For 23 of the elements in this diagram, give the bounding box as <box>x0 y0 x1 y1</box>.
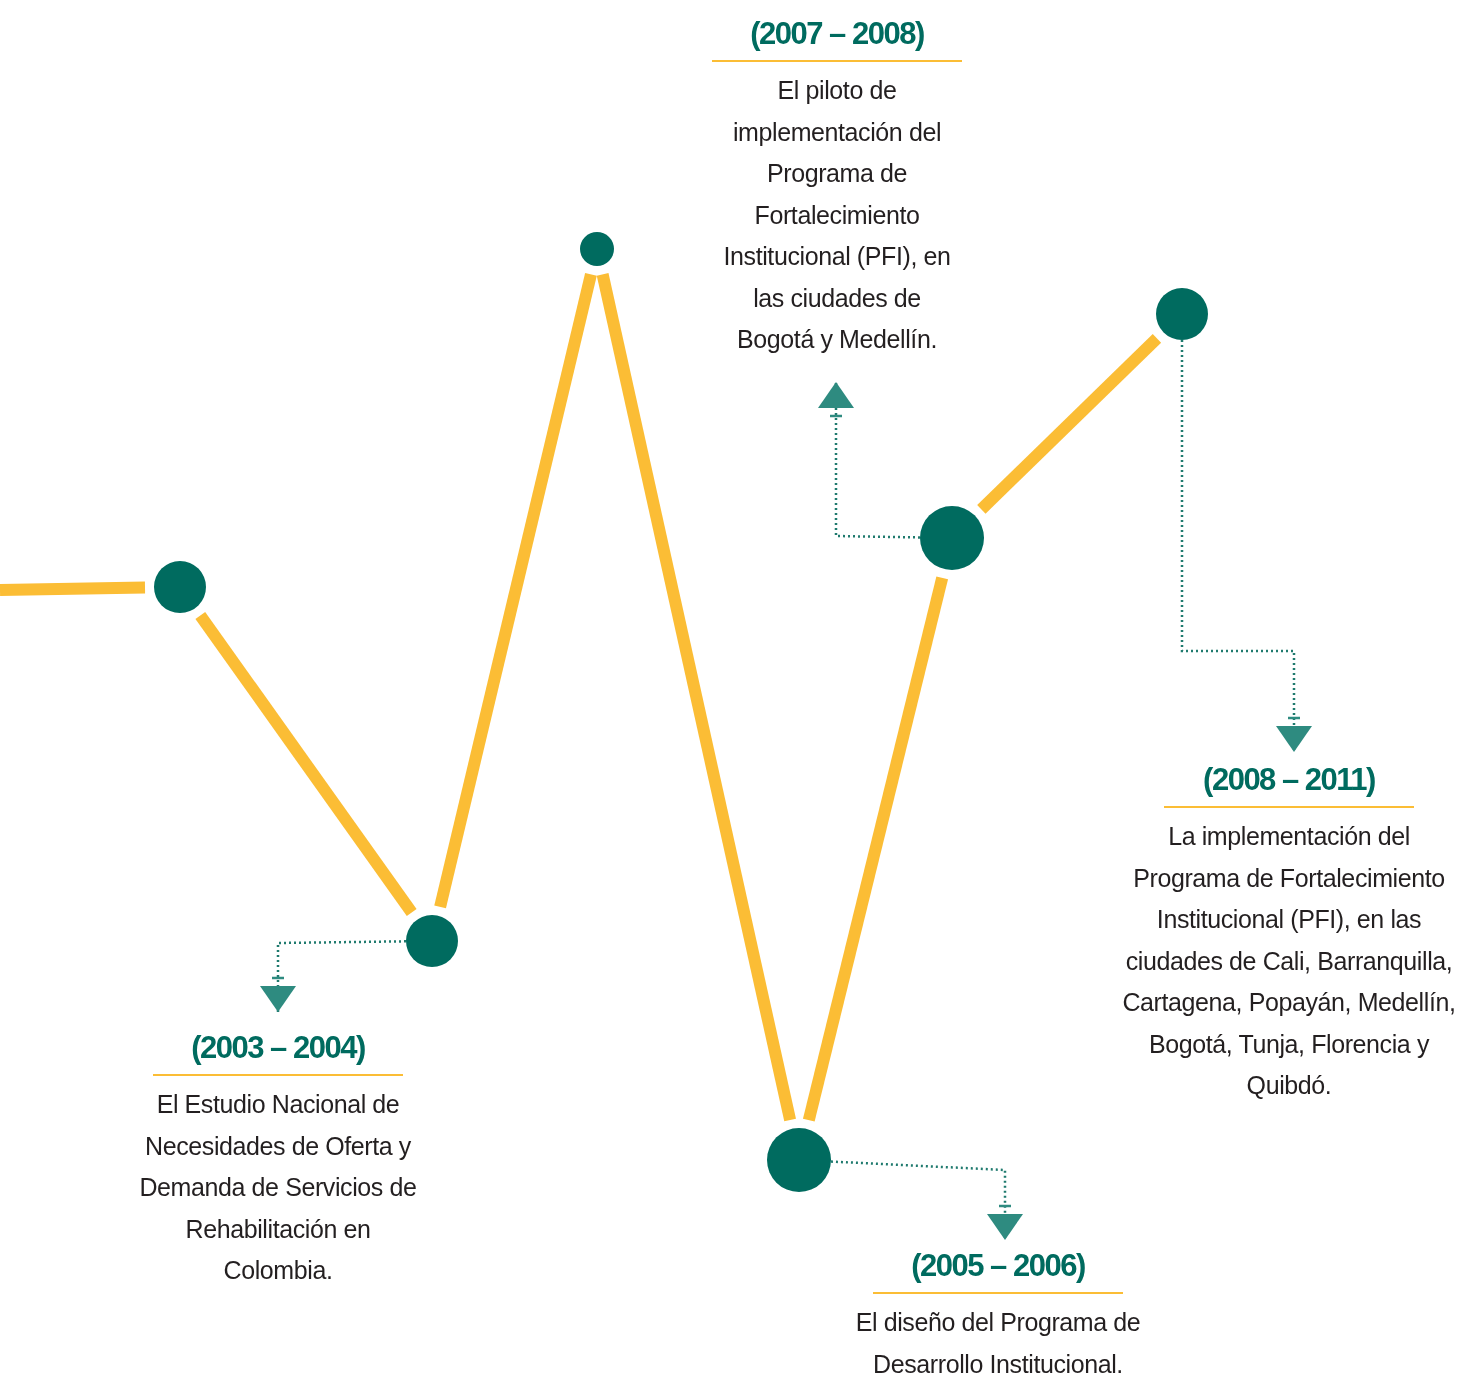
leader-arrow <box>1180 340 1314 754</box>
timeline-line <box>596 273 796 1122</box>
timeline-dot <box>406 915 458 967</box>
timeline-line <box>977 334 1162 514</box>
year-heading: (2008 – 2011) <box>1164 758 1414 808</box>
timeline-line <box>0 581 146 596</box>
timeline-dot <box>580 232 614 266</box>
description-text: El diseño del Programa de Desarrollo Institucional. <box>854 1307 1142 1380</box>
timeline-line <box>434 272 597 909</box>
year-heading: (2005 – 2006) <box>873 1244 1123 1294</box>
leader-arrow <box>258 940 406 1014</box>
description-text: La implementación del Programa de Fortalecimiento Institucional (PFI), en las ciudades de Cali, Barranquilla, Cartagena, Popayán, Medellín, Bogotá, Tunja, Florencia y Quibdó. <box>1121 821 1457 1101</box>
description-text: El Estudio Nacional de Necesidades de Oferta y Demanda de Servicios de Rehabilitación en Colombia. <box>138 1089 418 1286</box>
timeline-dot <box>1156 288 1208 340</box>
leader-arrow <box>830 1160 1025 1242</box>
timeline-dot <box>920 506 984 570</box>
timeline-line <box>195 612 417 916</box>
description-text: El piloto de implementación del Programa de Fortalecimiento Institucional (PFI), en las ciudades de Bogotá y Medellín. <box>722 75 952 355</box>
year-heading: (2007 – 2008) <box>712 12 962 62</box>
timeline-line <box>802 576 949 1122</box>
timeline-dot <box>154 561 206 613</box>
year-heading: (2003 – 2004) <box>153 1026 403 1076</box>
leader-arrow <box>816 380 921 539</box>
